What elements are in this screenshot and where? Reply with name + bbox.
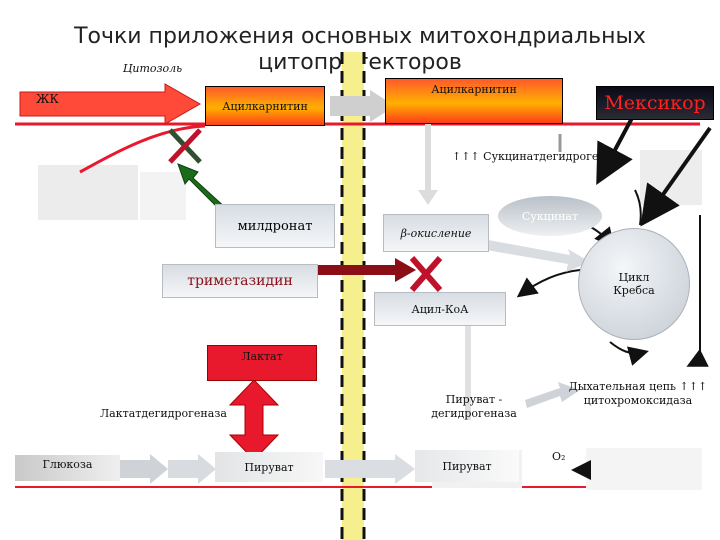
beta-oxidation-box: β-окисление — [383, 214, 489, 252]
lactate-box: Лактат — [207, 345, 317, 381]
krebs-cycle-node: Цикл Кребса — [578, 228, 690, 340]
mexicor-box: Мексикор — [596, 86, 714, 120]
fatty-acid-arrow — [19, 83, 202, 125]
lactate-pyruvate-arrow — [228, 379, 280, 461]
acyl-coa-box: Ацил-КоА — [374, 292, 506, 326]
acylcarnitine-matrix-box: Ацилкарнитин — [385, 78, 563, 124]
succinate-dehydrogenase-label: ↑↑↑ Сукцинатдегидрогеназа — [452, 150, 625, 163]
acylcarnitine-cytosol-box: Ацилкарнитин — [205, 86, 325, 126]
trimetazidine-box: триметазидин — [162, 264, 318, 298]
pyruvate-cytosol-box: Пируват — [215, 452, 323, 482]
fatty-acids-label: ЖК — [36, 92, 59, 106]
pyruvate-matrix-box: Пируват — [415, 450, 519, 482]
inhibition-x-mildronate — [168, 128, 202, 164]
cytosol-label: Цитозоль — [90, 56, 215, 80]
transport-arrow — [330, 90, 395, 122]
lactate-dehydrogenase-label: Лактатдегидрогеназа — [100, 407, 227, 420]
oxygen-label: O₂ — [552, 450, 566, 463]
glucose-box: Глюкоза — [15, 455, 120, 481]
mildronate-box: милдронат — [215, 204, 335, 248]
inhibition-x-trimetazidine — [409, 256, 443, 292]
succinate-node: Сукцинат — [498, 196, 602, 236]
respiratory-chain-label: Дыхательная цепь ↑↑↑ цитохромоксидаза — [568, 380, 708, 407]
trimetazidine-arrow — [318, 258, 416, 282]
mexicor-arrow — [596, 117, 634, 186]
pyruvate-dehydrogenase-label: Пируват - дегидрогеназа — [431, 393, 517, 420]
mitochondrial-membrane — [342, 52, 364, 540]
